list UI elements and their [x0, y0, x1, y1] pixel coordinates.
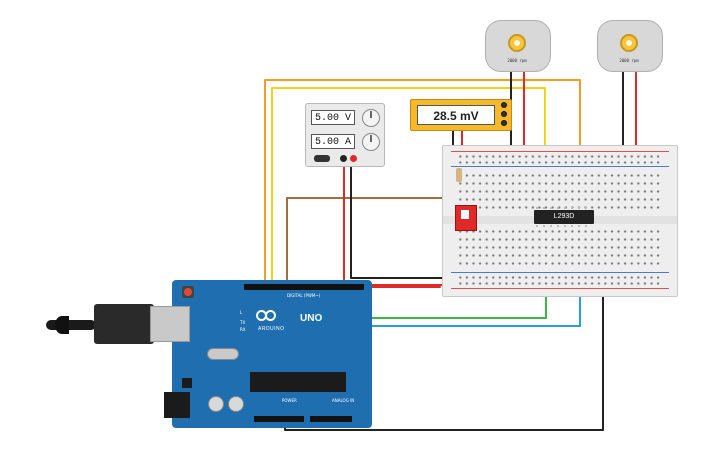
row-holes	[457, 182, 663, 185]
wire-black-supply[interactable]	[350, 159, 458, 279]
capacitor	[208, 396, 224, 412]
voltage-readout: 5.00 V	[311, 110, 355, 125]
usb-cord	[46, 320, 96, 330]
voltage-knob-icon[interactable]	[362, 109, 380, 127]
row-holes	[457, 174, 663, 177]
row-holes	[457, 238, 663, 241]
led-l-label: L	[240, 310, 243, 315]
rail-line	[451, 151, 669, 152]
row-holes	[457, 254, 663, 257]
rail-line	[451, 288, 669, 289]
row-holes	[457, 230, 663, 233]
crystal-oscillator	[207, 348, 239, 360]
negative-terminal[interactable]	[340, 155, 347, 162]
dc-motor-2[interactable]: 2000 rpm	[597, 20, 663, 72]
chip-pins-top	[536, 207, 592, 209]
digital-header[interactable]	[244, 284, 364, 290]
current-readout: 5.00 A	[311, 134, 355, 149]
rail-holes	[457, 161, 663, 164]
motor-label: 2000 rpm	[619, 58, 639, 63]
usb-port	[150, 306, 190, 342]
power-supply[interactable]: 5.00 V 5.00 A	[305, 103, 385, 167]
resistor[interactable]	[456, 168, 462, 182]
dip-switch-knob[interactable]	[461, 210, 469, 219]
l293d-chip[interactable]: L293D	[534, 210, 594, 224]
row-holes	[457, 262, 663, 265]
dip-switch[interactable]	[455, 205, 477, 231]
current-knob-icon[interactable]	[362, 133, 380, 151]
rail-holes	[457, 155, 663, 158]
motor-label: 2000 rpm	[507, 58, 527, 63]
reset-button[interactable]	[182, 286, 194, 298]
power-switch[interactable]	[314, 155, 330, 162]
arduino-brand: ARDUINO	[258, 326, 285, 332]
rail-holes	[457, 282, 663, 285]
arduino-uno[interactable]: DIGITAL (PWM~) L TX RX UNO ARDUINO POWER…	[150, 280, 372, 428]
meter-port-a[interactable]	[501, 102, 507, 108]
usb-plug[interactable]	[94, 304, 154, 344]
power-header[interactable]	[254, 416, 304, 422]
meter-port-com[interactable]	[501, 120, 507, 126]
motor-gear-icon	[620, 34, 638, 52]
rx-label: RX	[240, 327, 246, 332]
power-label: POWER	[282, 398, 297, 403]
arduino-logo-icon	[256, 310, 278, 322]
multimeter[interactable]: 28.5 mV	[410, 99, 512, 131]
wire-red-supply[interactable]	[343, 159, 456, 286]
row-holes	[457, 190, 663, 193]
digital-label: DIGITAL (PWM~)	[287, 293, 321, 298]
row-holes	[457, 198, 663, 201]
uno-label: UNO	[300, 313, 323, 324]
chip-pins-bottom	[536, 225, 592, 227]
capacitor	[228, 396, 244, 412]
multimeter-reading: 28.5 mV	[417, 105, 495, 125]
rail-holes	[457, 276, 663, 279]
power-jack	[164, 392, 190, 418]
tx-label: TX	[240, 320, 246, 325]
atmega-chip	[250, 372, 346, 392]
voltage-regulator	[182, 378, 192, 388]
wire-brown[interactable]	[286, 177, 459, 291]
positive-terminal[interactable]	[350, 155, 357, 162]
motor-gear-icon	[508, 34, 526, 52]
rail-line	[451, 272, 669, 273]
dc-motor-1[interactable]: 2000 rpm	[485, 20, 551, 72]
usb-cable-end	[55, 316, 69, 334]
wire-orange[interactable]	[264, 79, 581, 291]
analog-header[interactable]	[310, 416, 352, 422]
row-holes	[457, 246, 663, 249]
meter-port-v[interactable]	[501, 111, 507, 117]
rail-line	[451, 166, 669, 167]
analog-label: ANALOG IN	[332, 398, 355, 403]
wire-yellow[interactable]	[271, 87, 546, 291]
